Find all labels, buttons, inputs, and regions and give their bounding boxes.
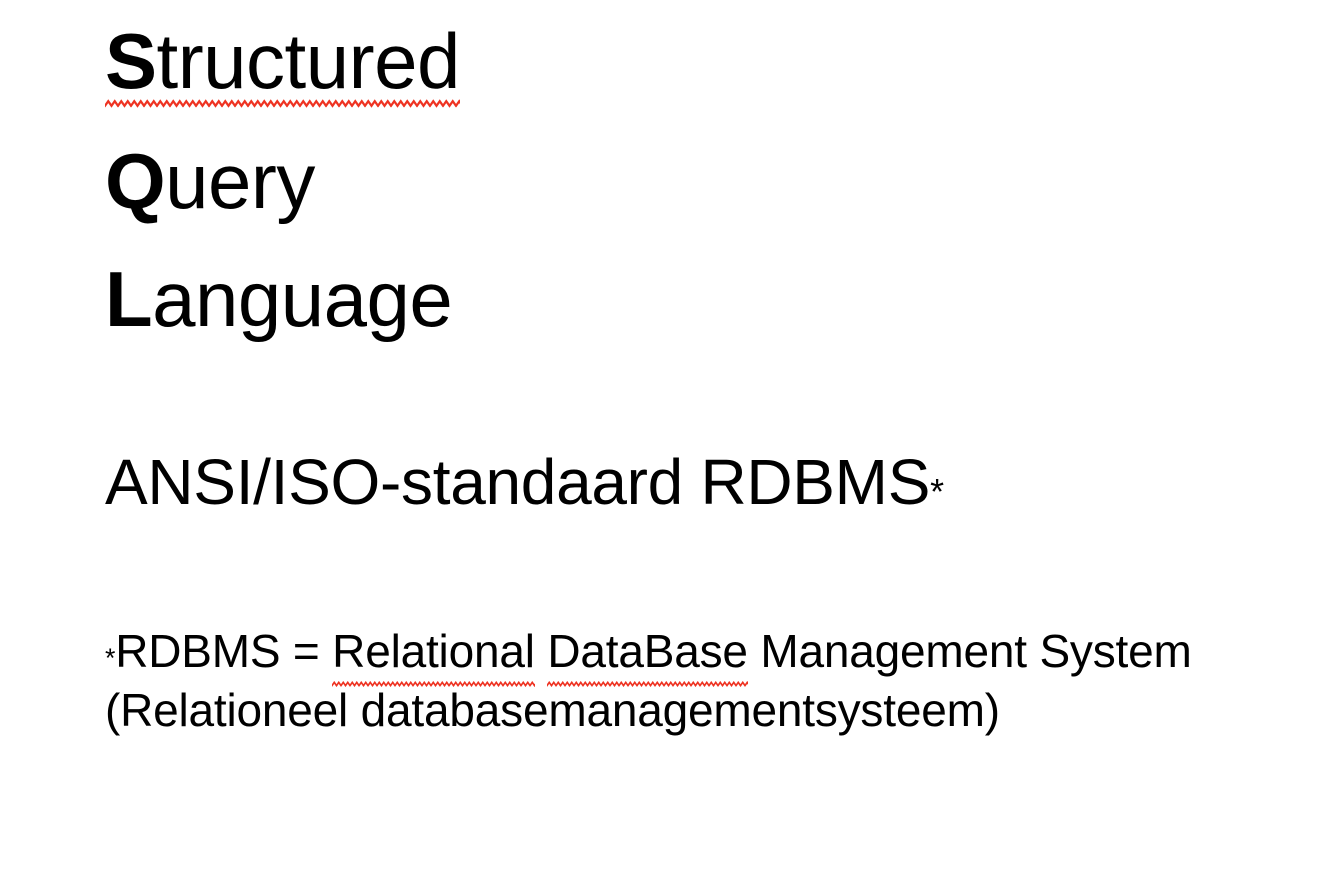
footnote-abbreviation: RDBMS [115,625,281,677]
misspelled-word-structured: Structured [105,22,460,108]
acronym-rest-language: anguage [152,255,453,343]
footnote-expansion-part2: DataBase [547,625,748,677]
acronym-initial-s: S [105,17,157,105]
footnote-definition-line: *RDBMS = Relational DataBase Management … [105,622,1305,688]
footnote-translation-line: (Relationeel databasemanagementsysteem) [105,683,1000,736]
footnote-marker-superscript: * [930,472,944,512]
acronym-initial-q: Q [105,137,166,225]
misspelled-word-database: DataBase [547,622,749,688]
acronym-line-structured: Structured [105,22,1305,108]
slide-content: Structured Query Language ANSI/ISO-stand… [105,0,1305,740]
footnote-expansion-part3: Management System [760,625,1192,677]
footnote-marker-asterisk: * [105,643,116,673]
misspelled-word-relational: Relational [332,622,535,688]
acronym-rest-structured: tructured [156,17,461,105]
standard-statement: ANSI/ISO-standaard RDBMS* [105,450,1305,514]
acronym-line-language: Language [105,260,1305,338]
standard-statement-text: ANSI/ISO-standaard RDBMS [105,446,931,518]
acronym-initial-l: L [105,255,153,343]
footnote-expansion-part1: Relational [332,625,535,677]
footnote-block: *RDBMS = Relational DataBase Management … [105,622,1305,740]
acronym-rest-query: uery [165,137,315,225]
acronym-line-query: Query [105,142,1305,220]
footnote-equals-sign: = [292,625,320,677]
